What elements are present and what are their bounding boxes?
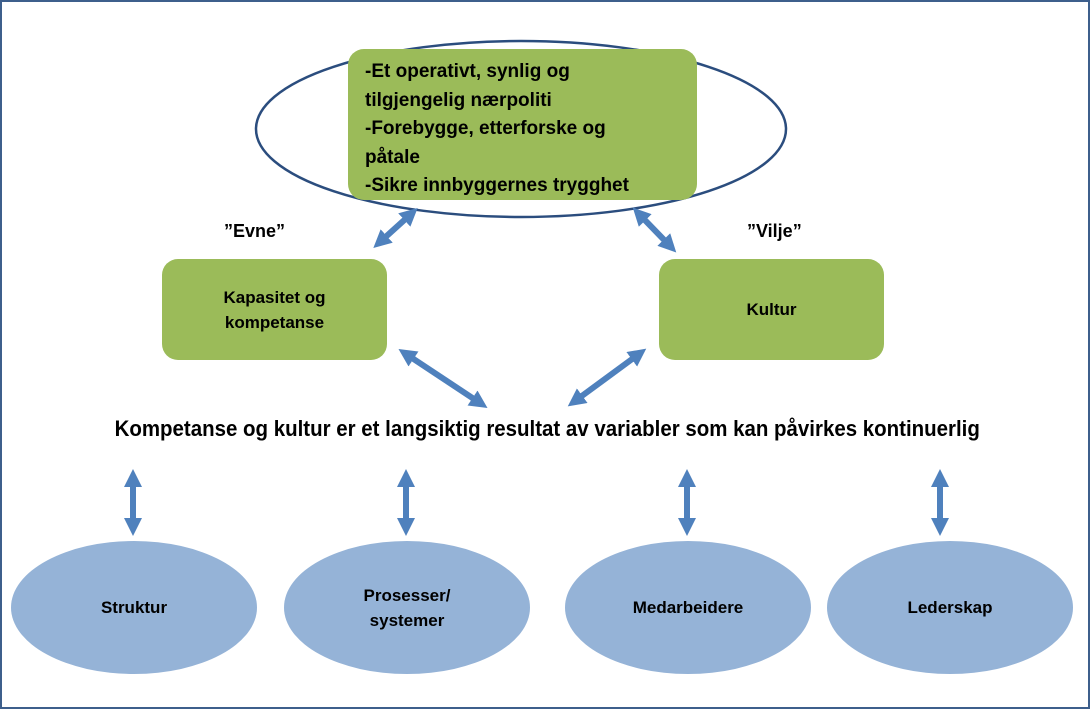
capacity-line-1: Kapasitet og — [223, 287, 326, 307]
arrow-capacity-statement — [398, 349, 488, 408]
statement-text: Kompetanse og kultur er et langsiktig re… — [2, 416, 1088, 442]
goals-box: -Et operativt, synlig og tilgjengelig næ… — [348, 49, 697, 200]
arrow-goals-culture — [632, 207, 677, 253]
factor-struktur-label: Struktur — [100, 598, 168, 617]
culture-label: Kultur — [746, 300, 797, 319]
factor-struktur-oval: Struktur — [11, 541, 257, 674]
arrow-goals-capacity — [373, 207, 418, 249]
factor-medarbeidere-label: Medarbeidere — [632, 598, 744, 617]
factor-medarbeidere-oval: Medarbeidere — [565, 541, 811, 674]
goals-line-3: -Forebygge, etterforske og — [365, 118, 606, 139]
factor-lederskap-oval: Lederskap — [827, 541, 1073, 674]
factor-prosesser-line-2: systemer — [369, 610, 445, 630]
goals-line-2: tilgjengelig nærpoliti — [365, 89, 552, 111]
goals-line-1: -Et operativt, synlig og — [365, 61, 570, 82]
statement-span: Kompetanse og kultur er et langsiktig re… — [114, 416, 980, 441]
arrow-culture-statement — [567, 348, 647, 407]
vilje-label: ”Vilje” — [747, 221, 802, 241]
goals-outline-ellipse — [254, 39, 788, 219]
goals-line-4: påtale — [365, 146, 420, 168]
factor-prosesser-oval: Prosesser/ systemer — [284, 541, 530, 674]
goals-line-5: -Sikre innbyggernes trygghet — [365, 175, 629, 196]
factor-prosesser-line-1: Prosesser/ — [363, 585, 451, 605]
culture-box: Kultur — [659, 259, 884, 360]
capacity-competence-box: Kapasitet og kompetanse — [162, 259, 387, 360]
evne-label: ”Evne” — [224, 221, 286, 241]
factor-lederskap-label: Lederskap — [907, 598, 993, 617]
capacity-line-2: kompetanse — [224, 312, 325, 332]
